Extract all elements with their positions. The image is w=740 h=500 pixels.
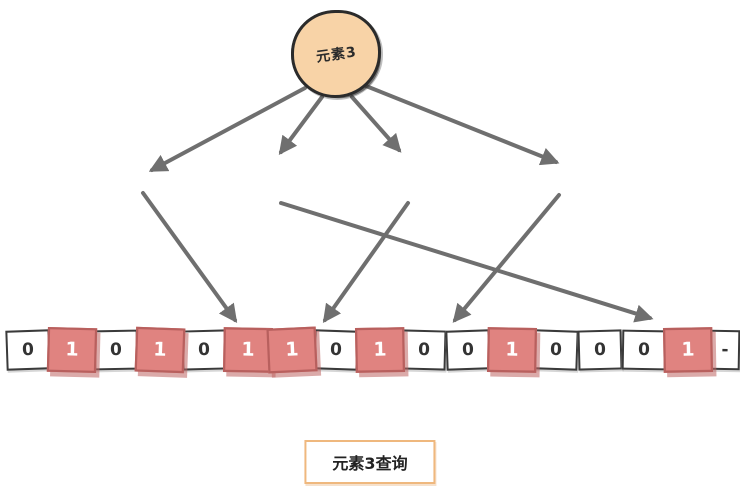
bit-cell-value: 0 <box>109 339 123 361</box>
bit-cell: - <box>709 329 740 371</box>
element-node: 元素3 <box>291 10 381 98</box>
hash-arrow-4 <box>452 193 561 323</box>
bit-cell: 1 <box>486 327 538 373</box>
bit-cell-value: 1 <box>152 338 168 362</box>
bit-cell: 0 <box>5 329 51 371</box>
element-node-label: 元素3 <box>314 44 358 66</box>
bit-cell: 1 <box>222 327 274 373</box>
bit-cell-value: 1 <box>284 338 300 362</box>
bit-cell-value: 0 <box>461 339 475 361</box>
fan-arrow-left <box>148 86 307 172</box>
fan-arrow-mid-left <box>278 95 324 155</box>
hash-arrow-2 <box>279 201 654 323</box>
bit-cell: 0 <box>181 329 227 371</box>
bit-cell: 0 <box>401 329 447 371</box>
caption-box: 元素3查询 <box>304 440 436 484</box>
bit-cell: 0 <box>577 329 623 371</box>
bit-cell: 1 <box>134 326 186 374</box>
bit-cell: 0 <box>533 329 579 371</box>
bit-cell-value: 0 <box>637 339 651 361</box>
bit-cell: 0 <box>93 329 139 371</box>
bit-array: 0 1 0 1 0 1 1 0 1 0 0 1 0 0 0 1 - <box>5 326 740 374</box>
fan-arrow-mid-right <box>350 95 402 153</box>
bit-cell: 1 <box>46 326 98 374</box>
bit-cell: 1 <box>662 327 714 373</box>
bit-cell-value: 0 <box>593 339 607 361</box>
bit-cell-value: 0 <box>417 339 431 361</box>
bit-cell-value: 0 <box>329 339 343 361</box>
bit-cell-value: 1 <box>681 338 695 362</box>
bit-cell: 1 <box>266 326 318 374</box>
bit-cell-value: 1 <box>505 338 519 362</box>
bit-cell: 0 <box>445 329 491 371</box>
bit-cell-value: 0 <box>549 339 563 361</box>
caption-text: 元素3查询 <box>332 454 408 473</box>
hash-arrow-1 <box>141 191 238 323</box>
bit-cell-value: 1 <box>65 338 79 362</box>
bit-cell-value: 0 <box>197 339 211 361</box>
bit-cell-value: 1 <box>373 338 387 362</box>
bit-cell: 1 <box>354 327 406 373</box>
bit-cell: 0 <box>313 329 359 371</box>
bit-cell: 0 <box>621 329 667 371</box>
bit-cell-value: 0 <box>21 339 35 361</box>
hash-arrow-3 <box>322 201 410 324</box>
bit-cell-value: 1 <box>241 338 255 362</box>
bit-cell-value: - <box>721 339 729 361</box>
fan-arrow-right <box>364 84 560 166</box>
